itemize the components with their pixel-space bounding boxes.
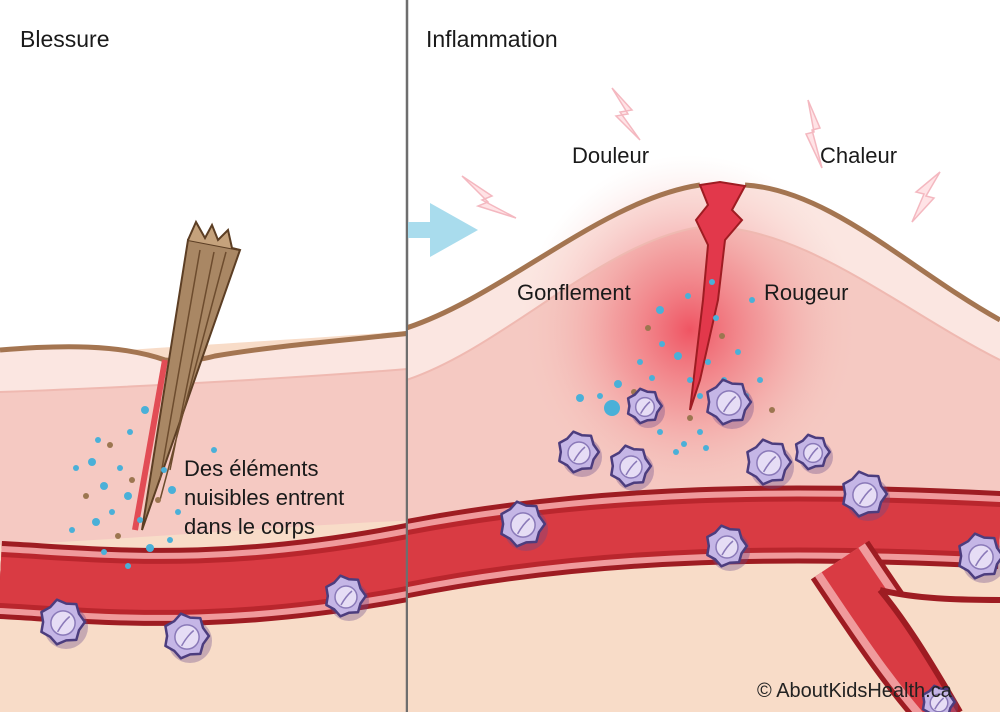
harmful-particle bbox=[155, 497, 161, 503]
harmful-particle bbox=[659, 341, 665, 347]
harmful-particle bbox=[115, 533, 121, 539]
redness-glow bbox=[520, 155, 860, 505]
harmful-particle bbox=[687, 415, 693, 421]
label-swelling: Gonflement bbox=[517, 280, 631, 305]
white-blood-cell-icon bbox=[500, 500, 548, 551]
harmful-particle bbox=[211, 447, 217, 453]
white-blood-cell-icon bbox=[958, 532, 1000, 583]
right-harmful-particles bbox=[576, 279, 775, 455]
copyright-notice: © AboutKidsHealth.ca bbox=[757, 680, 952, 702]
harmful-particle bbox=[657, 429, 663, 435]
right-white-blood-cells bbox=[500, 378, 1000, 712]
harmful-particle bbox=[749, 297, 755, 303]
harmful-particle bbox=[637, 359, 643, 365]
harmful-particle bbox=[92, 518, 100, 526]
arrow-right-icon bbox=[408, 203, 478, 257]
harmful-particle bbox=[697, 429, 703, 435]
harmful-particle bbox=[100, 482, 108, 490]
harmful-elements-caption: Des éléments nuisibles entrent dans le c… bbox=[184, 454, 344, 541]
left-white-blood-cells bbox=[40, 574, 369, 663]
harmful-particle bbox=[673, 449, 679, 455]
harmful-particle bbox=[141, 406, 149, 414]
harmful-particle bbox=[101, 549, 107, 555]
harmful-particle bbox=[127, 429, 133, 435]
white-blood-cell-icon bbox=[558, 430, 602, 477]
harmful-particle bbox=[124, 492, 132, 500]
harmful-particle bbox=[687, 377, 693, 383]
label-heat: Chaleur bbox=[820, 143, 898, 168]
harmful-particle bbox=[685, 293, 691, 299]
injury-panel bbox=[0, 219, 406, 712]
harmful-particle bbox=[735, 349, 741, 355]
pain-spark-icon bbox=[461, 87, 941, 223]
white-blood-cell-icon bbox=[626, 387, 665, 428]
harmful-particle bbox=[656, 306, 664, 314]
right-epidermis bbox=[408, 185, 1000, 380]
harmful-particle bbox=[88, 458, 96, 466]
harmful-particle bbox=[713, 315, 719, 321]
harmful-particle bbox=[645, 325, 651, 331]
panel-title-injury: Blessure bbox=[20, 26, 110, 52]
harmful-particle bbox=[175, 509, 181, 515]
harmful-particle bbox=[705, 359, 711, 365]
label-redness: Rougeur bbox=[764, 280, 849, 305]
harmful-particle bbox=[95, 437, 101, 443]
harmful-particle bbox=[117, 465, 123, 471]
white-blood-cell-icon bbox=[794, 433, 833, 474]
left-dermis bbox=[0, 366, 406, 545]
harmful-particle bbox=[146, 544, 154, 552]
harmful-particle bbox=[107, 442, 113, 448]
white-blood-cell-icon bbox=[706, 524, 750, 571]
inflammation-panel bbox=[408, 87, 1000, 712]
white-blood-cell-icon bbox=[325, 574, 369, 621]
harmful-particle bbox=[83, 493, 89, 499]
caption-line-3: dans le corps bbox=[184, 514, 315, 539]
white-blood-cell-icon bbox=[921, 684, 958, 712]
white-blood-cell-icon bbox=[842, 470, 890, 521]
harmful-particle bbox=[137, 517, 143, 523]
caption-line-1: Des éléments bbox=[184, 456, 319, 481]
caption-line-2: nuisibles entrent bbox=[184, 485, 345, 510]
harmful-particle bbox=[125, 563, 131, 569]
white-blood-cell-icon bbox=[40, 598, 88, 649]
harmful-particle bbox=[614, 380, 622, 388]
harmful-particle bbox=[168, 486, 176, 494]
harmful-particle bbox=[69, 527, 75, 533]
harmful-particle bbox=[703, 445, 709, 451]
white-blood-cell-icon bbox=[164, 612, 212, 663]
harmful-particle bbox=[719, 333, 725, 339]
white-blood-cell-icon bbox=[610, 444, 654, 491]
label-pain: Douleur bbox=[572, 143, 650, 168]
harmful-particle bbox=[597, 393, 603, 399]
harmful-particle bbox=[576, 394, 584, 402]
white-blood-cell-icon bbox=[706, 378, 754, 429]
right-skin-outline bbox=[408, 182, 1000, 330]
harmful-particle bbox=[167, 537, 173, 543]
left-blood-vessel bbox=[0, 522, 406, 626]
harmful-particle bbox=[769, 407, 775, 413]
harmful-particle bbox=[109, 509, 115, 515]
left-harmful-particles bbox=[69, 406, 217, 569]
splinter-icon bbox=[141, 219, 242, 531]
white-blood-cell-icon bbox=[746, 438, 794, 489]
harmful-particle bbox=[757, 377, 763, 383]
panel-title-inflammation: Inflammation bbox=[426, 26, 558, 52]
harmful-particle bbox=[129, 477, 135, 483]
harmful-particle bbox=[73, 465, 79, 471]
left-wound bbox=[132, 359, 168, 531]
right-wound bbox=[689, 180, 747, 411]
harmful-particle bbox=[161, 467, 167, 473]
harmful-particle bbox=[649, 375, 655, 381]
right-blood-vessel bbox=[408, 485, 1000, 712]
harmful-particle bbox=[697, 393, 703, 399]
harmful-particle bbox=[709, 279, 715, 285]
harmful-particle bbox=[681, 441, 687, 447]
harmful-particle bbox=[674, 352, 682, 360]
harmful-particle bbox=[604, 400, 620, 416]
